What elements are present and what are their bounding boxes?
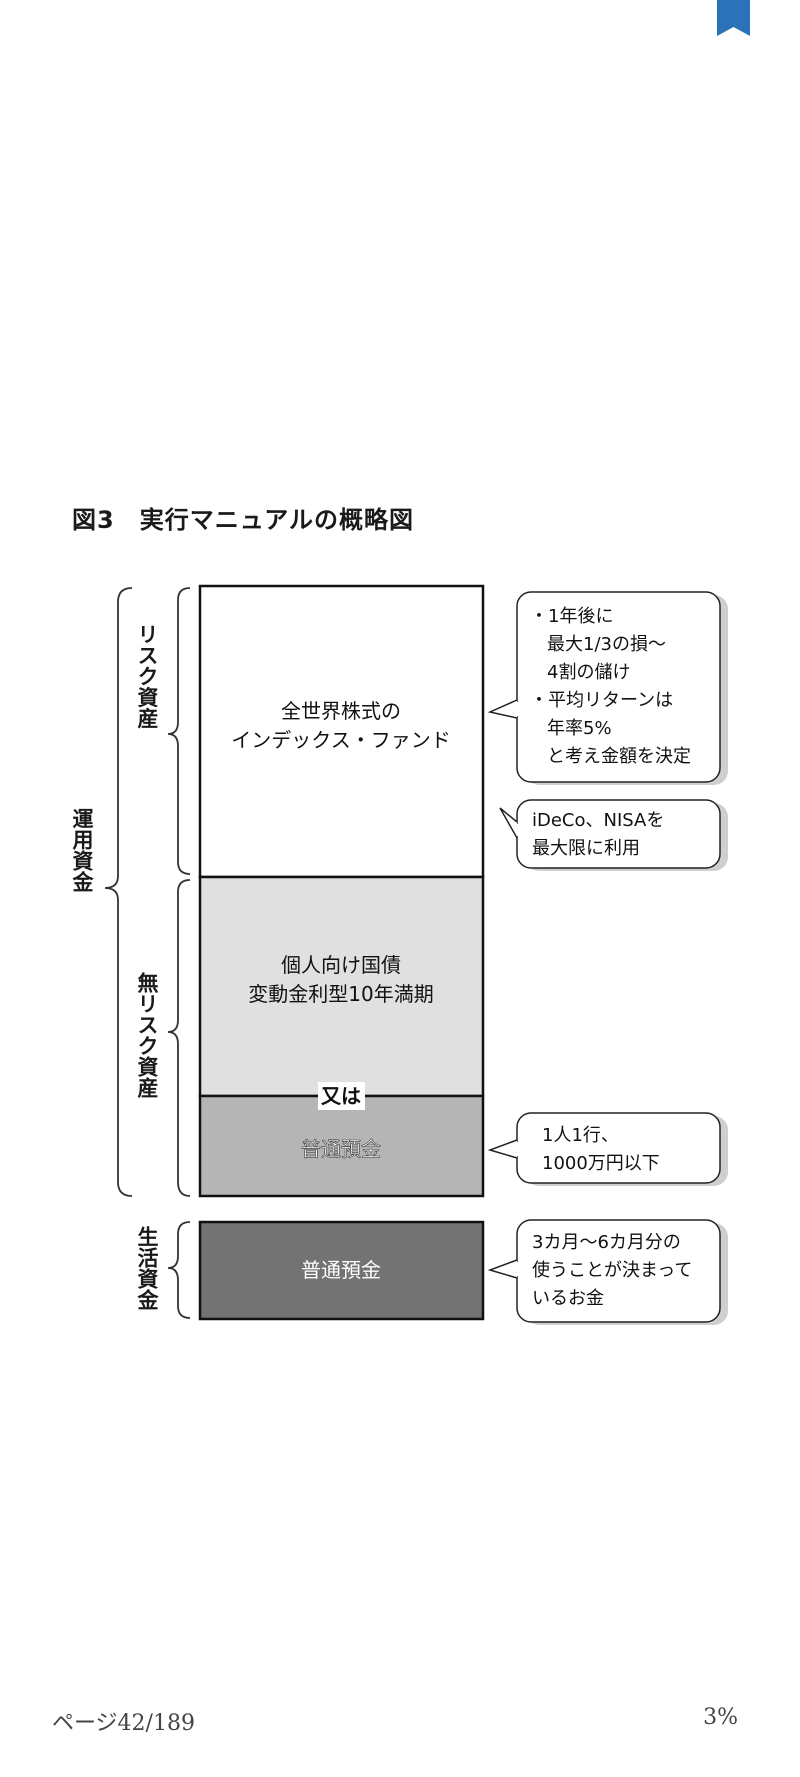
callout1-line1: ・1年後に [530, 606, 613, 627]
callout-living-note [487, 1219, 728, 1325]
callout1-line5: 年率5% [547, 718, 612, 739]
box-risk-assets [198, 584, 485, 879]
or-label: 又は [321, 1084, 361, 1108]
callout4-line1: 3カ月〜6カ月分の [532, 1232, 681, 1253]
box-savings-text: 普通預金 [301, 1137, 381, 1161]
brace-living-funds [167, 1221, 191, 1319]
box-bond-line1: 個人向け国債 [281, 953, 401, 977]
callout1-line3: 4割の儲け [547, 662, 630, 683]
or-label-background [318, 1082, 365, 1110]
page-indicator: ページ42/189 [52, 1711, 195, 1736]
box-government-bonds [198, 875, 485, 1098]
box-living-deposit [198, 1220, 485, 1321]
callout1-line4: ・平均リターンは [530, 690, 673, 711]
box-risk-line2: インデックス・ファンド [231, 728, 450, 752]
label-living-funds: 生活資金 [135, 1225, 160, 1310]
reading-progress: 3% [703, 1705, 738, 1730]
callout4-line3: いるお金 [532, 1288, 604, 1309]
box-living-text: 普通預金 [301, 1258, 381, 1282]
callout1-line2: 最大1/3の損〜 [547, 634, 666, 655]
bookmark-icon[interactable] [717, 0, 750, 36]
callout4-line2: 使うことが決まって [532, 1260, 692, 1281]
figure-title: 図3 実行マニュアルの概略図 [72, 506, 414, 534]
callout-risk-note [487, 591, 728, 785]
box-risk-line1: 全世界株式の [281, 699, 401, 723]
callout1-line6: と考え金額を決定 [547, 746, 691, 767]
callout2-line1: iDeCo、NISAを [532, 810, 664, 831]
callout-savings-note [487, 1112, 728, 1186]
callout-tax-note [499, 799, 728, 871]
brace-operating-funds [104, 587, 133, 1197]
label-risk-assets: リスク資産 [135, 624, 159, 730]
callout2-line2: 最大限に利用 [532, 838, 640, 859]
label-riskfree-assets: 無リスク資産 [135, 971, 159, 1099]
label-operating-funds: 運用資金 [70, 808, 95, 892]
callout3-line1: 1人1行、 [542, 1125, 619, 1146]
callout3-line2: 1000万円以下 [542, 1153, 660, 1174]
box-bond-line2: 変動金利型10年満期 [248, 982, 433, 1006]
brace-risk-assets [167, 587, 191, 875]
brace-riskfree-assets [167, 879, 191, 1197]
box-savings-deposit [198, 1094, 485, 1198]
